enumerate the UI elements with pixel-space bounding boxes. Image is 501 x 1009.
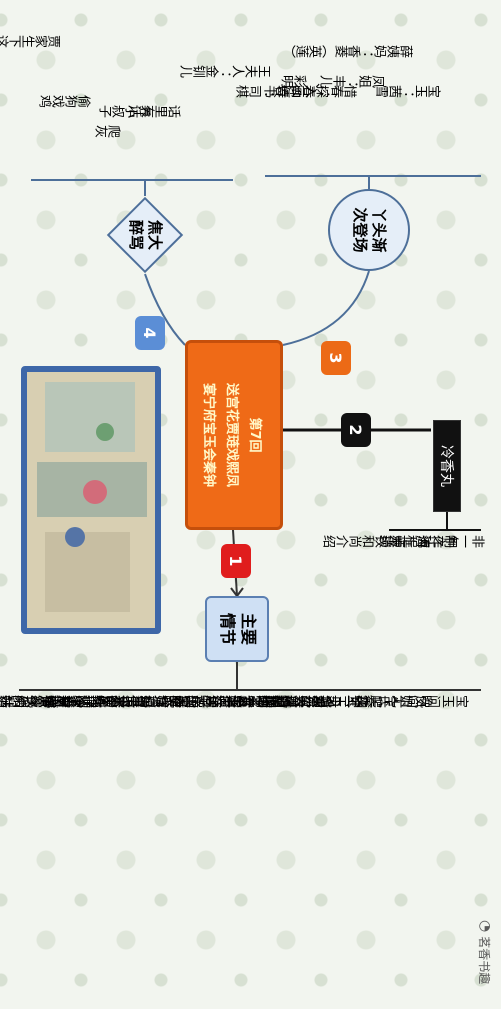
badge-2: 2 <box>341 413 371 447</box>
chapter-label: 第7回 <box>247 417 263 453</box>
maid-item-6: 薛姨妈：香菱（英莲） <box>283 42 413 57</box>
jiaoda-item-3: 爬灰 <box>95 122 121 137</box>
chapter-title-2: 宴宁府宝玉会秦钟 <box>201 382 217 487</box>
painting-art <box>27 372 155 628</box>
wechat-icon: ◔ <box>477 920 493 933</box>
jiaoda-item-1: 贾家生下这些畜牲 <box>0 32 61 47</box>
badge-3: 3 <box>321 341 351 375</box>
lxw-item-4: 非一年之功 <box>420 532 485 547</box>
maid-item-7: 宝玉：茜雪 <box>376 82 441 97</box>
badge-4: 4 <box>135 316 165 350</box>
maid-item-5: 凤姐：丰儿、彩明 <box>281 72 385 87</box>
main-plot-node: 主要情节 <box>205 596 269 662</box>
maids-node: 丫头渐次登场 <box>328 189 410 271</box>
chapter-title-1: 送宫花贾琏戏熙凤 <box>224 382 240 487</box>
illustration-image <box>21 366 161 634</box>
jiaoda-item-2: 偷狗戏鸡 <box>39 92 91 107</box>
center-topic: 第7回 送宫花贾琏戏熙凤 宴宁府宝玉会秦钟 <box>185 340 283 530</box>
badge-1: 1 <box>221 544 251 578</box>
lengxiangwan-node: 冷香丸 <box>433 420 461 512</box>
jiaoda-node: 焦大醉骂 <box>106 196 184 274</box>
maid-item-1: 王夫人：金钏儿 <box>180 62 271 77</box>
watermark: ◔ 茗香书趣 <box>477 920 493 985</box>
jiaoda-item-5: 话里有话 <box>129 102 181 117</box>
plot-item-12: 宝玉问凤姐“爬灰”之意，遭训喝 <box>255 692 469 707</box>
